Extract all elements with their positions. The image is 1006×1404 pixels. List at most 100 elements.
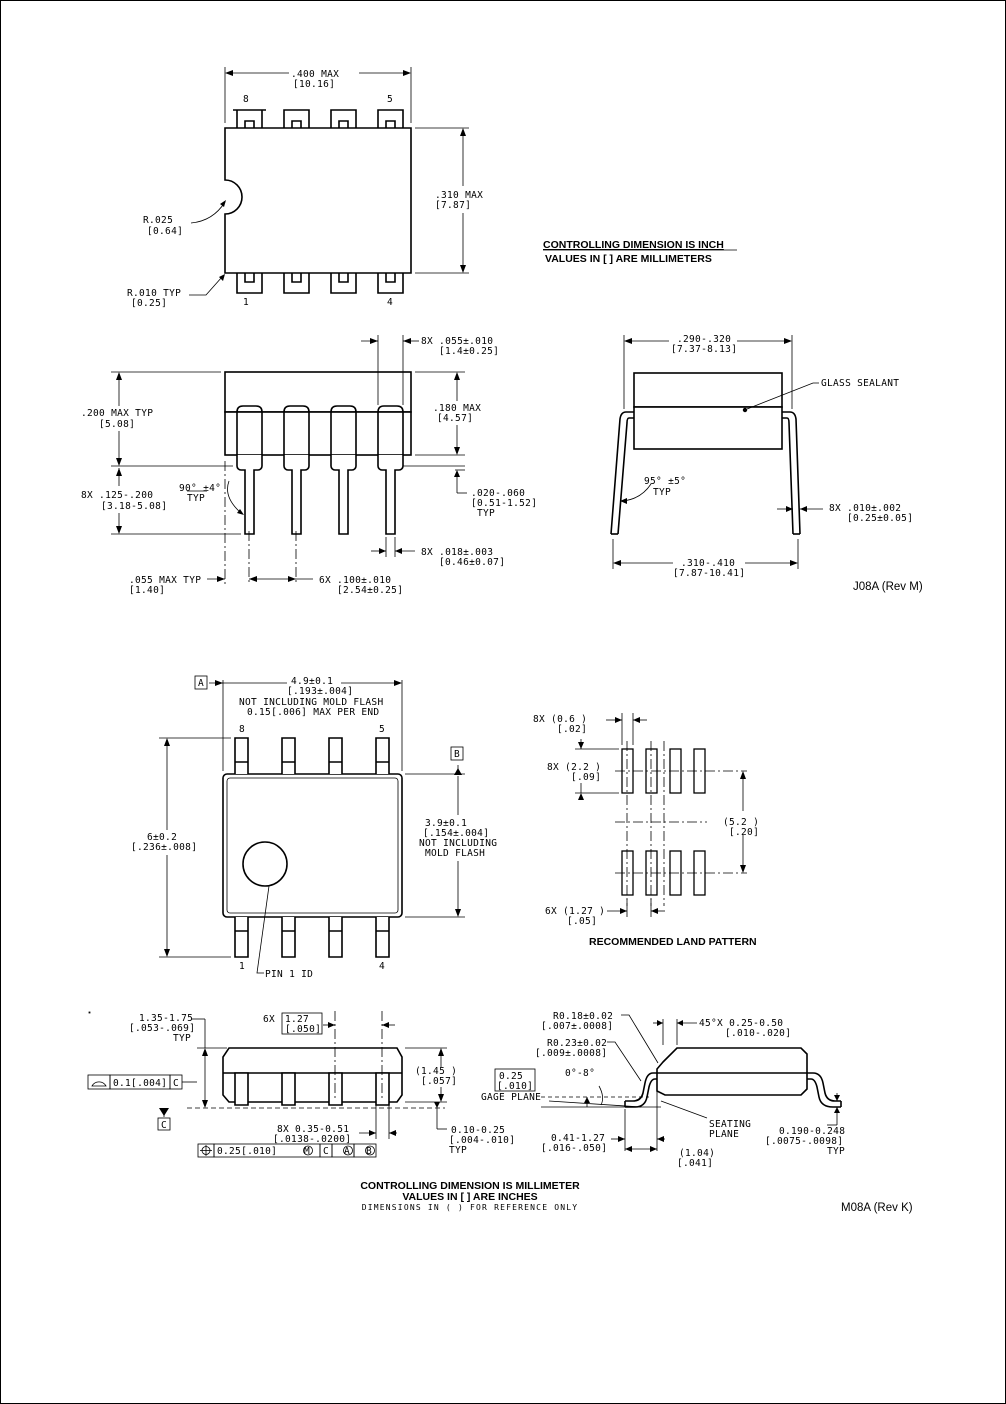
j08a-bend-typ: TYP: [187, 493, 205, 504]
m08a-note-1: CONTROLLING DIMENSION IS MILLIMETER: [360, 1180, 580, 1192]
j08a-corner-r-mm: [0.25]: [131, 298, 167, 309]
j08a-pitch-in: 6X .100±.010: [319, 575, 391, 586]
j08a-end-view: [610, 335, 823, 569]
m08a-pin-8: 8: [239, 724, 245, 735]
m08a-pin-5: 5: [379, 724, 385, 735]
m08a-flatness-val: 0.1[.004]: [113, 1078, 167, 1089]
j08a-pin-1: 1: [243, 297, 249, 308]
j08a-corner-r-in: R.010 TYP: [127, 288, 181, 299]
m08a-body-h-in: [.057]: [421, 1076, 457, 1087]
m08a-datum-a-label: A: [198, 678, 204, 689]
detail-angle: 0°-8°: [565, 1068, 595, 1079]
m08a-span-in: [.236±.008]: [131, 842, 197, 853]
m08a-pitch-mm: 1.27: [285, 1014, 309, 1025]
m08a-len-in: [.193±.004]: [287, 686, 353, 697]
j08a-notch-r-in: R.025: [143, 215, 173, 226]
m08a-pin1-id: PIN 1 ID: [265, 969, 313, 980]
detail-gage-in: [.010]: [497, 1081, 533, 1092]
j08a-note-1: CONTROLLING DIMENSION IS INCH: [543, 239, 724, 251]
detail-seating1: SEATING: [709, 1119, 751, 1130]
m08a-pitch-box: [281, 1012, 323, 1035]
j08a-pin-4: 4: [387, 297, 393, 308]
m08a-datum-c: C: [161, 1120, 167, 1131]
j08a-pin-5: 5: [387, 94, 393, 105]
j08a-body-h-in: .180 MAX: [433, 403, 481, 414]
m08a-height-mm: 1.35-1.75: [139, 1013, 193, 1024]
j08a-end-mm: [1.40]: [129, 585, 165, 596]
land-pitch: 6X (1.27 ): [545, 906, 605, 917]
detail-foot: 0.41-1.27: [551, 1133, 605, 1144]
m08a-len-note1: NOT INCLUDING MOLD FLASH: [239, 697, 383, 708]
m08a-pitch-in: [.050]: [285, 1024, 321, 1035]
detail-seating2: PLANE: [709, 1129, 739, 1140]
j08a-seat-h-in: .200 MAX TYP: [81, 408, 153, 419]
j08a-spread-in: .310-.410: [681, 558, 735, 569]
m08a-pos-val: 0.25[.010]: [217, 1146, 277, 1157]
j08a-lead-w-in: 8X .055±.010: [421, 336, 493, 347]
j08a-rev: J08A (Rev M): [853, 581, 923, 593]
j08a-shoulder-in: .020-.060: [471, 488, 525, 499]
detail-foot-in: [.016-.050]: [541, 1143, 607, 1154]
m08a-datum-a-box: [194, 675, 208, 690]
j08a-end-in: .055 MAX TYP: [129, 575, 201, 586]
m08a-pos-c: C: [323, 1146, 329, 1157]
detail-thk-in: [.0075-.0098]: [765, 1136, 843, 1147]
m08a-standoff-typ: TYP: [449, 1145, 467, 1156]
detail-r1-in: [.007±.0008]: [541, 1021, 613, 1032]
m08a-standoff-in: [.004-.010]: [449, 1135, 515, 1146]
land-pad-w: 8X (0.6 ): [533, 714, 587, 725]
j08a-shoulder-mm: [0.51-1.52]: [471, 498, 537, 509]
m08a-datum-b-label: B: [454, 749, 460, 760]
m08a-len-mm: 4.9±0.1: [291, 676, 333, 687]
m08a-pin-4: 4: [379, 961, 385, 972]
j08a-thk-in: 8X .010±.002: [829, 503, 901, 514]
land-title: RECOMMENDED LAND PATTERN: [589, 936, 757, 948]
land-pad-w-in: [.02]: [557, 724, 587, 735]
j08a-lead-tip-mm: [0.46±0.07]: [439, 557, 505, 568]
m08a-rev: M08A (Rev K): [841, 1202, 913, 1214]
j08a-lead-tip-in: 8X .018±.003: [421, 547, 493, 558]
j08a-sealant: GLASS SEALANT: [821, 378, 899, 389]
j08a-lead-len-mm: [3.18-5.08]: [101, 501, 167, 512]
j08a-shoulder-typ: TYP: [477, 508, 495, 519]
j08a-top-width-in: .400 MAX: [291, 69, 339, 80]
detail-foot-ref: (1.04): [679, 1148, 715, 1159]
m08a-pin-1: 1: [239, 961, 245, 972]
m08a-lead-w: 8X 0.35-0.51: [277, 1124, 349, 1135]
land-row: (5.2 ): [723, 817, 759, 828]
m08a-standoff: 0.10-0.25: [451, 1125, 505, 1136]
land-pad-l-in: [.09]: [571, 772, 601, 783]
detail-gage-plane: GAGE PLANE: [481, 1092, 541, 1103]
m08a-len-note2: 0.15[.006] MAX PER END: [247, 707, 379, 718]
m08a-lead-detail: [494, 1014, 842, 1152]
m08a-top-view: [159, 680, 465, 974]
j08a-pitch-mm: [2.54±0.25]: [337, 585, 403, 596]
j08a-lead-len-in: 8X .125-.200: [81, 490, 153, 501]
land-pitch-in: [.05]: [567, 916, 597, 927]
detail-gage-mm: 0.25: [499, 1071, 523, 1082]
m08a-width-mm: 3.9±0.1: [425, 818, 467, 829]
m08a-datum-b-box: [450, 746, 464, 761]
m08a-flatness-ref: C: [173, 1078, 179, 1089]
m08a-body-h: (1.45 ): [415, 1066, 457, 1077]
detail-r2: R0.23±0.02: [547, 1038, 607, 1049]
m08a-height-typ: TYP: [173, 1033, 191, 1044]
m08a-note-3: DIMENSIONS IN ( ) FOR REFERENCE ONLY: [362, 1203, 579, 1212]
m08a-width-in: [.154±.004]: [423, 828, 489, 839]
j08a-top-height-in: .310 MAX: [435, 190, 483, 201]
j08a-flare-angle: 95° ±5°: [644, 476, 686, 487]
m08a-pos-mod: M: [304, 1146, 310, 1157]
j08a-bend-angle: 90° ±4°: [179, 483, 221, 494]
m08a-height-in: [.053-.069]: [129, 1023, 195, 1034]
j08a-note-2: VALUES IN [ ] ARE MILLIMETERS: [545, 253, 712, 265]
detail-thk-typ: TYP: [827, 1146, 845, 1157]
j08a-top-width-mm: [10.16]: [293, 79, 335, 90]
m08a-lead-w-in: [.0138-.0200]: [273, 1134, 351, 1145]
j08a-notch-r-mm: [0.64]: [147, 226, 183, 237]
j08a-spread-mm: [7.87-10.41]: [673, 568, 745, 579]
m08a-span-mm: 6±0.2: [147, 832, 177, 843]
j08a-seat-h-mm: [5.08]: [99, 419, 135, 430]
detail-chamfer-in: [.010-.020]: [725, 1028, 791, 1039]
j08a-row-in: .290-.320: [677, 334, 731, 345]
m08a-width-note1: NOT INCLUDING: [419, 838, 497, 849]
